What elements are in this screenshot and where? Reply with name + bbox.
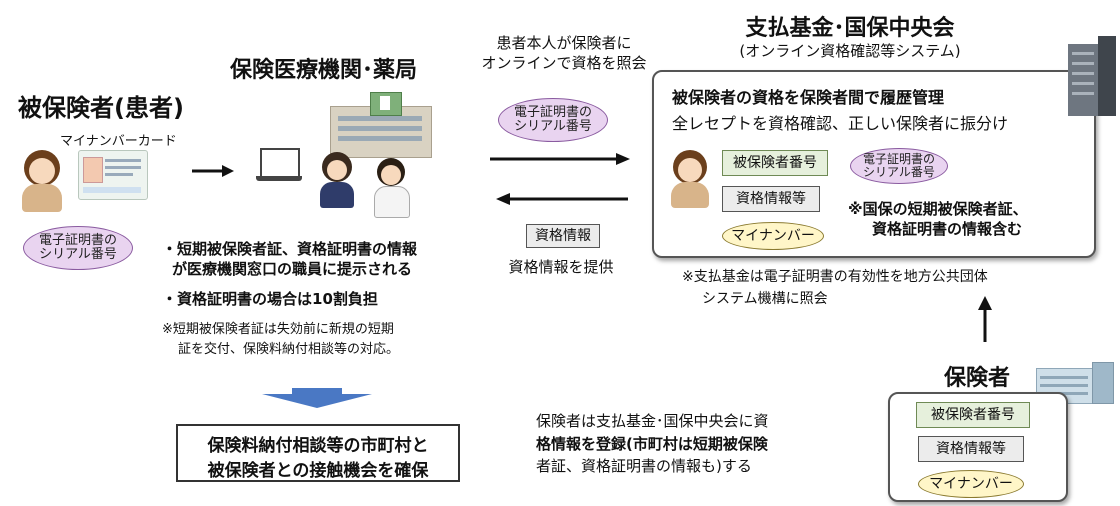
fund-title: 支払基金･国保中央会 [745,16,955,41]
insurer-text-line1: 保険者は支払基金･国保中央会に資 [536,412,769,430]
result-line1: 保険料納付相談等の市町村と [207,436,429,456]
insurer-text: 保険者は支払基金･国保中央会に資 格情報を登録(市町村は短期被保険 者証、資格証… [536,410,769,478]
middle-serial-line1: 電子証明書の [513,105,592,121]
medical-note-line2: 証を交付、保険料納付相談等の対応。 [178,342,400,357]
mynumber-card-image [78,150,148,200]
query-text: 患者本人が保険者に オンラインで資格を照会 [466,34,662,73]
insurer-text-line2: 格情報を登録(市町村は短期被保険 [536,434,768,453]
fund-subtitle: (オンライン資格確認等システム) [739,42,961,60]
fund-footnote-line1: ※支払基金は電子証明書の有効性を地方公共団体 [682,269,988,285]
patient-figure [18,150,66,212]
fund-note-line1: ※国保の短期被保険者証、 [848,200,1028,218]
patient-title: 被保険者(患者) [18,94,184,122]
fund-line1: 被保険者の資格を保険者間で履歴管理 [672,88,945,107]
middle-serial-line2: シリアル番号 [514,119,592,134]
fund-line2: 全レセプトを資格確認、正しい保険者に振分け [672,114,1009,133]
result-line2: 被保険者との接触機会を確保 [207,461,429,481]
result-box: 保険料納付相談等の市町村と 被保険者との接触機会を確保 [176,424,460,482]
down-arrow-icon [262,388,372,408]
pharmacist-figure [372,158,412,218]
laptop-icon [256,148,302,188]
fund-footnote-line2: システム機構に照会 [702,291,828,307]
fund-note-line2: 資格証明書の情報含む [872,220,1023,238]
patient-serial-line2: シリアル番号 [39,247,117,262]
arrow-to-fund-icon [490,153,630,165]
insurer-title: 保険者 [944,366,1011,391]
patient-serial-line1: 電子証明書の [38,233,117,249]
fund-serial-line1: 電子証明書の [862,152,935,167]
insurer-mynumber-tag: マイナンバー [918,470,1024,498]
fund-insured-number-tag: 被保険者番号 [722,150,828,176]
medical-bullet1-line1: ・短期被保険者証、資格証明書の情報 [162,240,418,258]
hospital-building-image [330,92,432,158]
fund-qualification-tag: 資格情報等 [722,186,820,212]
query-line2: オンラインで資格を照会 [481,53,647,72]
insurer-qualification-tag: 資格情報等 [918,436,1024,462]
fund-mynumber-tag: マイナンバー [722,222,824,250]
mynumber-card-label: マイナンバーカード [60,134,177,149]
arrow-right-icon [192,165,234,177]
query-line1: 患者本人が保険者に [496,34,632,52]
arrow-from-fund-icon [496,193,628,205]
provide-label: 資格情報を提供 [508,258,614,276]
medical-bullet1-line2: が医療機関窓口の職員に提示される [172,260,413,278]
clerk-figure [318,152,358,208]
server-building-icon [1068,36,1116,116]
insurer-text-line3: 者証、資格証明書の情報も)する [536,457,752,475]
medical-bullet2: ・資格証明書の場合は10割負担 [162,290,378,308]
medical-title: 保険医療機関･薬局 [230,58,418,83]
insurer-insured-number-tag: 被保険者番号 [916,402,1030,428]
fund-serial-badge: 電子証明書の シリアル番号 [850,148,948,184]
middle-serial-badge: 電子証明書の シリアル番号 [498,98,608,142]
patient-serial-badge: 電子証明書の シリアル番号 [23,226,133,270]
info-tag: 資格情報 [526,224,600,248]
fund-patient-figure [668,150,712,208]
arrow-up-icon [978,296,992,342]
fund-serial-line2: シリアル番号 [863,165,935,179]
medical-note-line1: ※短期被保険者証は失効前に新規の短期 [162,322,394,337]
